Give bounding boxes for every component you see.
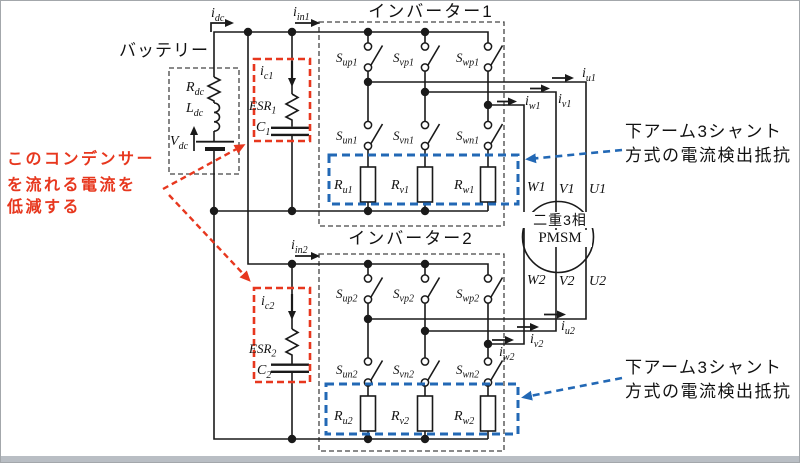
red-box-capacitor1 [252,57,312,143]
label-esr1: ESR1 [249,98,277,117]
dashed-boxes [168,21,505,452]
red-box-capacitor2 [252,286,312,384]
switch-levers-inv2-lower [370,360,504,381]
shunt-note-top-line2: 方式の電流検出抵抗 [625,146,792,165]
switch-levers-inv1-lower [370,123,504,144]
capacitor-note-line3: 低減する [7,199,82,216]
label-c2: C2 [257,363,272,381]
label-i-w2: iw2 [499,345,515,363]
red-arrow-to-cap2 [168,194,251,282]
label-s-vp2: Svp2 [393,286,414,305]
pmsm-motor-circle [521,200,595,274]
label-s-wn2: Swn2 [456,362,480,381]
blue-box-shunts2 [324,382,520,436]
red-arrow-to-cap1 [162,144,246,191]
label-i-w1: iw1 [525,94,541,112]
label-i-v1: iv1 [558,92,572,110]
label-r-dc: Rdc [186,80,205,98]
label-s-up2: Sup2 [336,286,358,305]
inverter2-title: インバーター2 [348,229,474,248]
capacitor-note-line2: を流れる電流を [7,177,137,194]
phase-v-line [425,91,557,332]
capacitor-note-line1: このコンデンサー [7,151,156,168]
label-i-c2: ic2 [261,294,275,312]
label-r-w2: Rw2 [454,409,475,427]
terminal-u2: U2 [589,274,607,289]
terminal-w2: W2 [527,273,546,288]
switch-levers-inv2-upper [370,277,504,298]
resistor-esr2 [284,328,300,364]
terminal-v2: V2 [559,274,575,289]
label-esr2: ESR2 [249,341,277,360]
label-s-wp2: Swp2 [456,286,480,305]
blue-arrow-to-shunts1 [525,148,623,164]
shunt-resistors [359,166,497,432]
label-s-un2: Sun2 [336,362,358,381]
battery-title: バッテリー [119,41,209,60]
phase-u-line [368,81,587,320]
label-i-u1: iu1 [582,66,596,84]
terminal-v1: V1 [559,182,575,197]
label-r-v2: Rv2 [391,409,410,427]
shunt-note-top-line1: 下アーム3シャント [625,122,783,141]
label-i-in1: iin1 [293,5,310,23]
label-i-v2: iv2 [530,332,544,350]
label-i-in2: iin2 [291,238,308,256]
switch-contacts [363,42,493,387]
label-v-dc: Vdc [170,134,189,152]
label-r-u2: Ru2 [334,409,353,427]
inverter1-box [318,21,505,227]
junction-dots [209,27,493,444]
terminal-w1: W1 [527,180,546,195]
blue-arrow-to-shunts2 [521,376,623,401]
blue-box-shunts1 [327,153,520,206]
label-l-dc: Ldc [186,101,204,119]
arrow-i-dc [210,19,234,32]
capacitor-c1 [271,126,309,137]
label-s-wn1: Swn1 [456,128,480,147]
label-s-up1: Sup1 [336,50,358,69]
bottom-frame-bar [1,456,799,462]
shunt-note-bottom-line2: 方式の電流検出抵抗 [625,382,792,401]
battery-box [168,67,240,175]
label-r-u1: Ru1 [334,178,353,196]
label-i-u2: iu2 [561,319,575,337]
capacitor-c2 [271,363,309,373]
pmsm-name-label: PMSM [528,230,592,248]
current-arrows [190,19,574,344]
label-i-dc: idc [211,6,225,24]
resistor-esr1 [284,93,300,127]
label-s-un1: Sun1 [336,128,358,147]
label-s-vn2: Svn2 [393,362,414,381]
label-s-wp1: Swp1 [456,50,480,69]
inductor-ldc [213,102,221,132]
resistor-rdc [206,76,222,103]
switch-levers-inv1-upper [370,45,504,66]
label-s-vn1: Svn1 [393,128,414,147]
plates [196,126,309,373]
label-r-w1: Rw1 [454,178,475,196]
terminal-u1: U1 [589,182,607,197]
blue-annotations [324,148,623,436]
label-c1: C1 [256,120,271,138]
pmsm-type-label: 二重3相 [522,212,598,229]
shunt-note-bottom-line1: 下アーム3シャント [625,358,783,377]
label-s-vp1: Svp1 [393,50,414,69]
label-r-v1: Rv1 [391,178,410,196]
inverter1-title: インバーター1 [368,2,494,21]
label-i-c1: ic1 [260,64,274,82]
inverter2-box [318,253,505,452]
red-annotations [162,57,312,384]
